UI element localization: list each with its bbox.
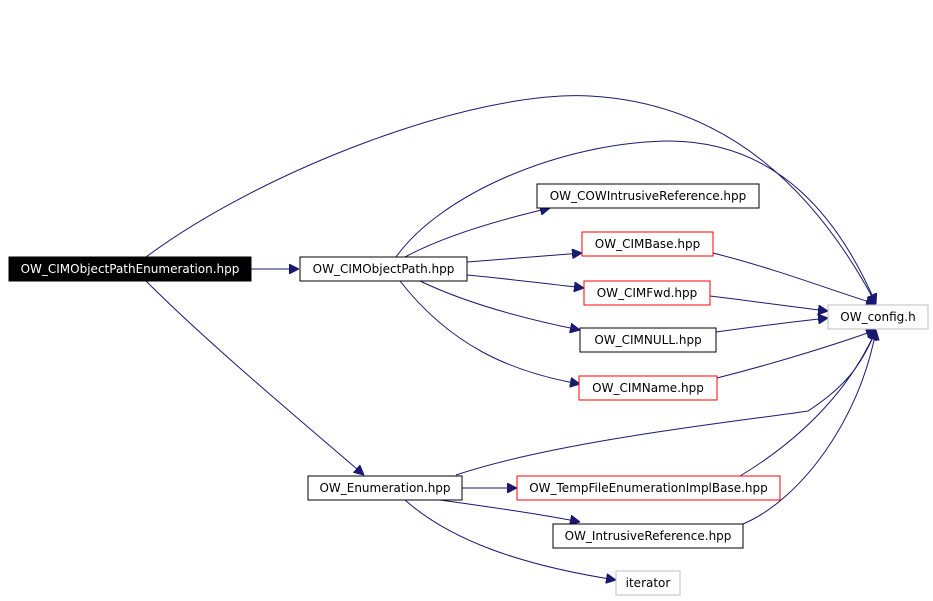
node-label: OW_CIMBase.hpp <box>595 237 700 251</box>
node-label: OW_COWIntrusiveReference.hpp <box>550 189 747 203</box>
edge-enumeration-to-intrusive <box>439 499 580 522</box>
edge-cimobjectpath-to-cimname <box>399 280 580 384</box>
node-label: OW_CIMObjectPathEnumeration.hpp <box>21 262 240 276</box>
node-ow-cimname[interactable]: OW_CIMName.hpp <box>578 375 718 401</box>
edge-cimnull-to-config <box>715 318 828 333</box>
edge-tempfile-to-config <box>739 330 876 477</box>
edge-cimobjectpath-to-cowintrusive <box>404 208 550 258</box>
node-label: OW_CIMNULL.hpp <box>594 333 701 347</box>
node-label: OW_Enumeration.hpp <box>319 481 450 495</box>
node-ow-enumeration[interactable]: OW_Enumeration.hpp <box>307 475 463 501</box>
node-ow-tempfileenumerationimplbase[interactable]: OW_TempFileEnumerationImplBase.hpp <box>516 475 781 501</box>
node-ow-cimobjectpath[interactable]: OW_CIMObjectPath.hpp <box>299 256 468 282</box>
node-label: iterator <box>626 576 671 590</box>
node-label: OW_config.h <box>840 310 915 324</box>
node-ow-cimobjectpathenumeration[interactable]: OW_CIMObjectPathEnumeration.hpp <box>8 256 252 282</box>
edges-layer <box>145 95 876 580</box>
node-label: OW_CIMFwd.hpp <box>597 286 698 300</box>
node-ow-cimnull[interactable]: OW_CIMNULL.hpp <box>579 327 717 353</box>
node-label: OW_IntrusiveReference.hpp <box>565 529 732 543</box>
edge-cimobjectpath-to-config <box>395 140 876 304</box>
node-label: OW_CIMObjectPath.hpp <box>313 262 455 276</box>
edge-cimobjectpath-to-cimbase <box>466 253 582 263</box>
node-label: OW_CIMName.hpp <box>592 381 704 395</box>
node-ow-cimbase[interactable]: OW_CIMBase.hpp <box>581 231 714 257</box>
nodes-layer: OW_CIMObjectPathEnumeration.hpp OW_CIMOb… <box>8 183 929 596</box>
node-label: OW_TempFileEnumerationImplBase.hpp <box>529 481 768 495</box>
node-ow-intrusivereference[interactable]: OW_IntrusiveReference.hpp <box>552 523 744 549</box>
edge-root-to-config <box>145 95 876 304</box>
edge-enumeration-to-iterator <box>404 499 616 580</box>
node-iterator[interactable]: iterator <box>615 570 681 596</box>
edge-root-to-enumeration <box>145 280 364 475</box>
node-ow-cimfwd[interactable]: OW_CIMFwd.hpp <box>583 280 711 306</box>
edge-cimfwd-to-config <box>709 295 828 311</box>
edge-cimobjectpath-to-cimfwd <box>466 274 584 288</box>
node-ow-cowintrusivereference[interactable]: OW_COWIntrusiveReference.hpp <box>536 183 760 209</box>
node-ow-config[interactable]: OW_config.h <box>827 304 929 330</box>
edge-cimobjectpath-to-cimnull <box>419 280 580 330</box>
edge-cimname-to-config <box>716 330 876 379</box>
edge-cimbase-to-config <box>712 252 876 304</box>
edge-intrusive-to-config <box>742 330 876 525</box>
